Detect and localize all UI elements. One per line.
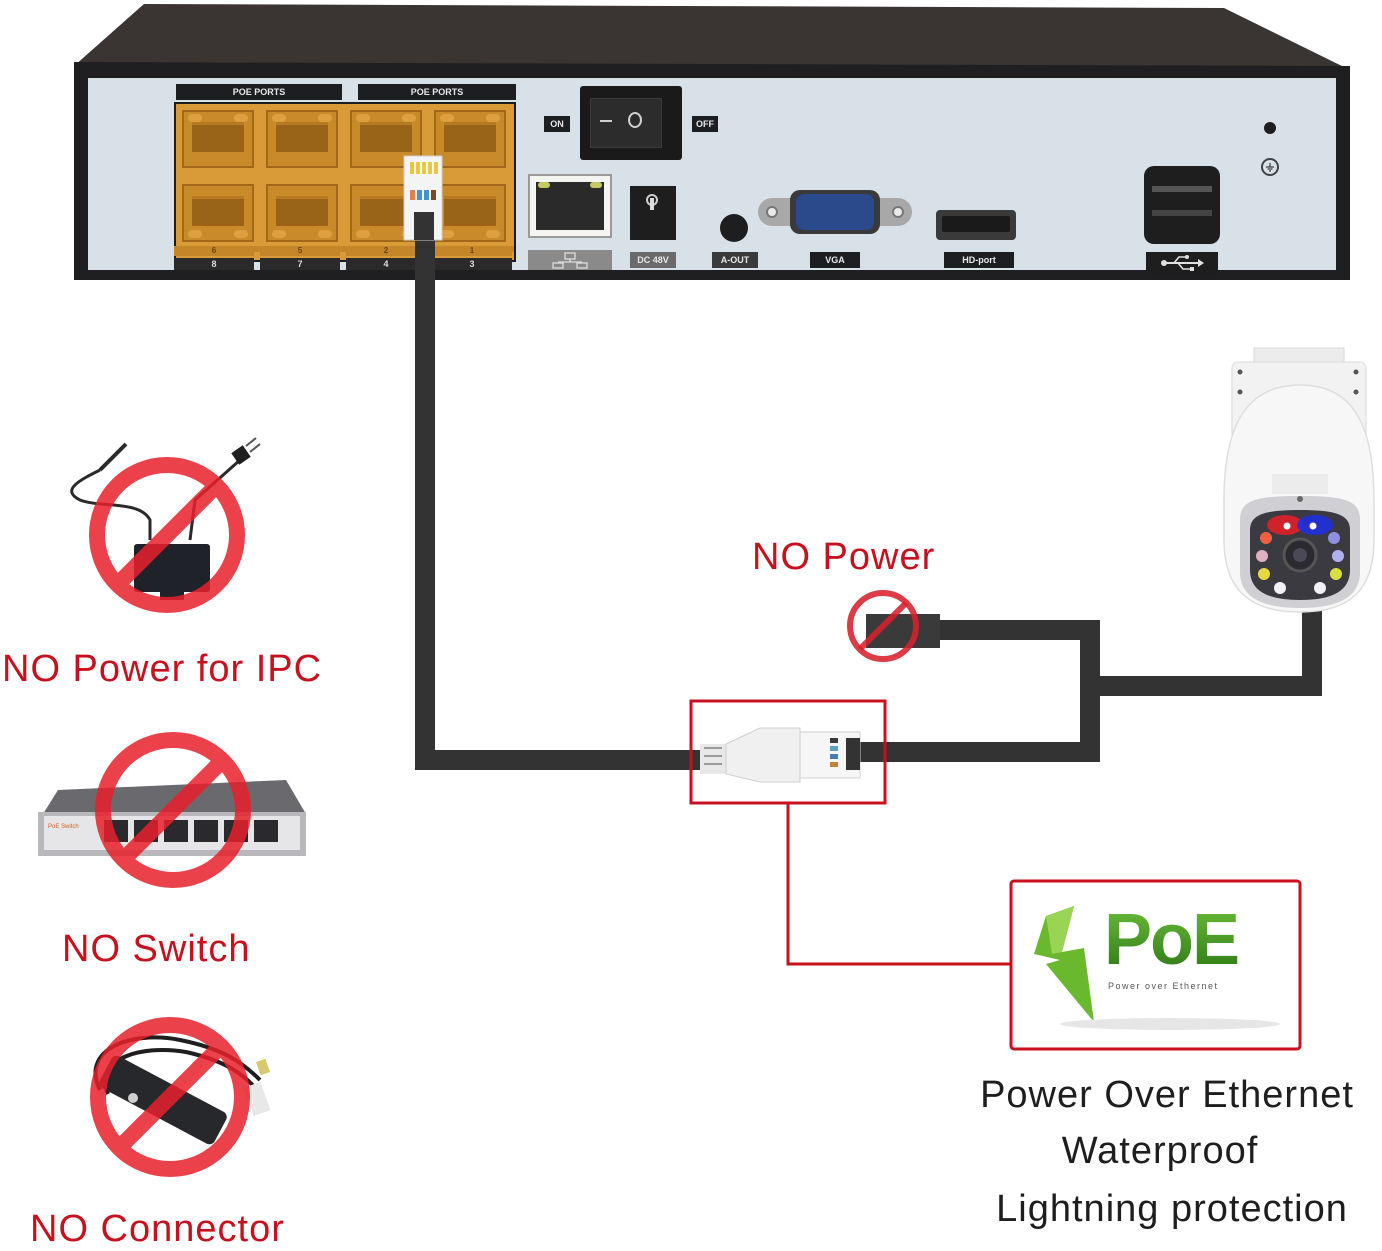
no-power-label: NO Power bbox=[752, 536, 936, 578]
power-tail-cable bbox=[940, 620, 1100, 700]
callout-line bbox=[786, 803, 1011, 966]
port-number: 7 bbox=[260, 258, 340, 270]
usb-port[interactable] bbox=[1144, 166, 1220, 244]
reset-hole[interactable] bbox=[1264, 122, 1276, 134]
poe-port-5[interactable] bbox=[266, 110, 338, 168]
port-number-row: 6 5 2 1 8 7 4 3 bbox=[174, 246, 516, 272]
prohibited-item-label: NO Switch bbox=[62, 928, 251, 970]
feature-line: Lightning protection bbox=[996, 1188, 1348, 1230]
svg-text:PoE Switch: PoE Switch bbox=[48, 824, 79, 830]
feature-line: Waterproof bbox=[1061, 1130, 1259, 1172]
port-number: 2 bbox=[346, 246, 426, 256]
poe-port-1[interactable] bbox=[434, 110, 506, 168]
poe-port-3[interactable] bbox=[434, 184, 506, 242]
port-number: 1 bbox=[432, 246, 512, 256]
rj45-coupler bbox=[700, 727, 861, 783]
port-number: 4 bbox=[346, 258, 426, 270]
prohibit-sign-icon bbox=[95, 732, 251, 888]
hdmi-port[interactable] bbox=[936, 210, 1016, 240]
usb-icon bbox=[1161, 255, 1204, 271]
port-number: 8 bbox=[174, 258, 254, 270]
dc-power-label: DC 48V bbox=[630, 252, 676, 268]
feature-line: Power Over Ethernet bbox=[980, 1074, 1354, 1116]
prohibit-sign-icon bbox=[90, 1017, 250, 1177]
vga-port[interactable] bbox=[758, 190, 912, 234]
audio-out-jack[interactable] bbox=[720, 214, 748, 242]
poe-port-block bbox=[174, 102, 516, 262]
usb-label bbox=[1146, 252, 1218, 274]
ethernet-cable-nvr bbox=[415, 230, 720, 770]
power-switch[interactable] bbox=[580, 86, 682, 160]
port-number: 6 bbox=[174, 246, 254, 256]
prohibited-item-label: NO Connector bbox=[30, 1208, 285, 1250]
network-icon bbox=[552, 252, 588, 269]
port-number: 5 bbox=[260, 246, 340, 256]
poe-ports-label: POE PORTS bbox=[358, 84, 516, 100]
audio-out-label: A-OUT bbox=[712, 252, 758, 268]
switch-off-label: OFF bbox=[692, 116, 718, 132]
vga-label: VGA bbox=[810, 252, 860, 268]
poe-logo-subtitle: Power over Ethernet bbox=[1108, 981, 1219, 991]
lan-port[interactable] bbox=[528, 174, 612, 238]
ground-icon bbox=[1261, 158, 1279, 176]
prohibited-item-label: NO Power for IPC bbox=[2, 648, 323, 690]
hdmi-label: HD-port bbox=[944, 252, 1014, 268]
lightning-bolt-icon bbox=[1034, 906, 1094, 1022]
ptz-camera bbox=[1223, 347, 1375, 613]
poe-port-6[interactable] bbox=[182, 110, 254, 168]
port-number: 3 bbox=[432, 258, 512, 270]
rj45-plug-nvr bbox=[403, 155, 443, 241]
no-power-prohibit-icon bbox=[847, 590, 919, 662]
poe-logo-title: PoE bbox=[1104, 900, 1240, 980]
nvr-device: POE PORTS POE PORTS 6 5 2 1 8 7 4 3 ON O… bbox=[74, 0, 1350, 280]
prohibit-sign-icon bbox=[89, 457, 245, 613]
switch-on-label: ON bbox=[544, 116, 570, 132]
poe-port-7[interactable] bbox=[266, 184, 338, 242]
power-adapter-icon bbox=[70, 437, 261, 600]
poe-port-8[interactable] bbox=[182, 184, 254, 242]
lan-label bbox=[528, 250, 612, 270]
poe-ports-label: POE PORTS bbox=[176, 84, 342, 100]
dc-power-jack[interactable] bbox=[630, 186, 676, 240]
